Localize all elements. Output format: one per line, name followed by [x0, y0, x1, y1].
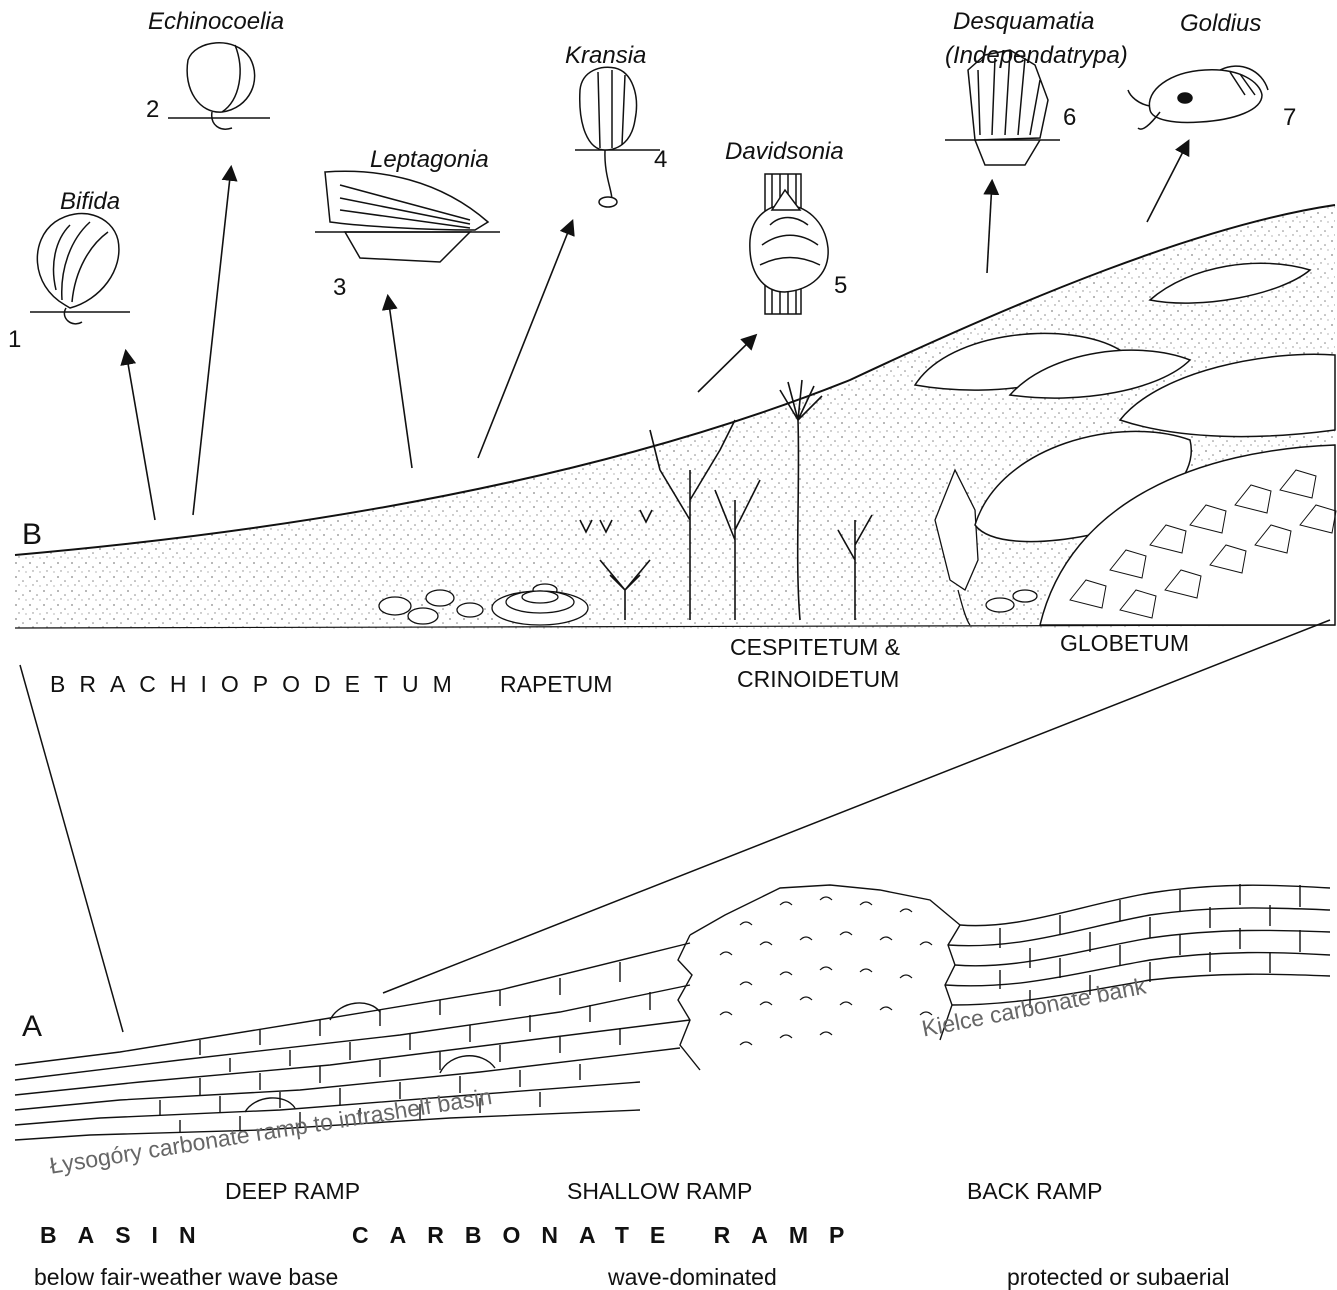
cross-section — [15, 884, 1330, 1140]
energy-protected: protected or subaerial — [1007, 1266, 1229, 1289]
seafloor-profile — [15, 205, 1336, 629]
genus-kransia: Kransia — [565, 44, 646, 68]
genus-desquamatia: Desquamatia — [953, 10, 1094, 34]
number-4: 4 — [654, 148, 667, 172]
community-cespitetum: CESPITETUM & — [730, 636, 900, 659]
echinocoelia-illustration — [168, 43, 270, 129]
genus-echinocoelia: Echinocoelia — [148, 10, 284, 34]
goldius-illustration — [1128, 66, 1268, 129]
zone-back-ramp: BACK RAMP — [967, 1180, 1102, 1203]
genus-bifida: Bifida — [60, 190, 120, 214]
setting-basin: BASIN — [40, 1224, 217, 1247]
kransia-illustration — [575, 67, 660, 207]
number-7: 7 — [1283, 106, 1296, 130]
community-rapetum: RAPETUM — [500, 673, 612, 696]
community-brachiopodetum: BRACHIOPODETUM — [50, 673, 466, 696]
genus-leptagonia: Leptagonia — [370, 148, 489, 172]
number-1: 1 — [8, 328, 21, 352]
energy-wave-dominated: wave-dominated — [608, 1266, 777, 1289]
number-6: 6 — [1063, 106, 1076, 130]
panel-label-a: A — [22, 1012, 42, 1042]
genus-davidsonia: Davidsonia — [725, 140, 844, 164]
zone-shallow-ramp: SHALLOW RAMP — [567, 1180, 752, 1203]
leptagonia-illustration — [315, 171, 500, 262]
setting-carbonate-ramp: CARBONATE RAMP — [352, 1224, 865, 1247]
number-3: 3 — [333, 276, 346, 300]
bifida-illustration — [30, 214, 130, 324]
energy-below-wave-base: below fair-weather wave base — [34, 1266, 338, 1289]
genus-goldius: Goldius — [1180, 12, 1261, 36]
genus-independatrypa: (Independatrypa) — [945, 44, 1128, 68]
zone-deep-ramp: DEEP RAMP — [225, 1180, 360, 1203]
number-5: 5 — [834, 274, 847, 298]
davidsonia-illustration — [750, 174, 828, 314]
community-globetum: GLOBETUM — [1060, 632, 1189, 655]
number-2: 2 — [146, 98, 159, 122]
community-crinoidetum: CRINOIDETUM — [737, 668, 899, 691]
panel-label-b: B — [22, 520, 42, 550]
